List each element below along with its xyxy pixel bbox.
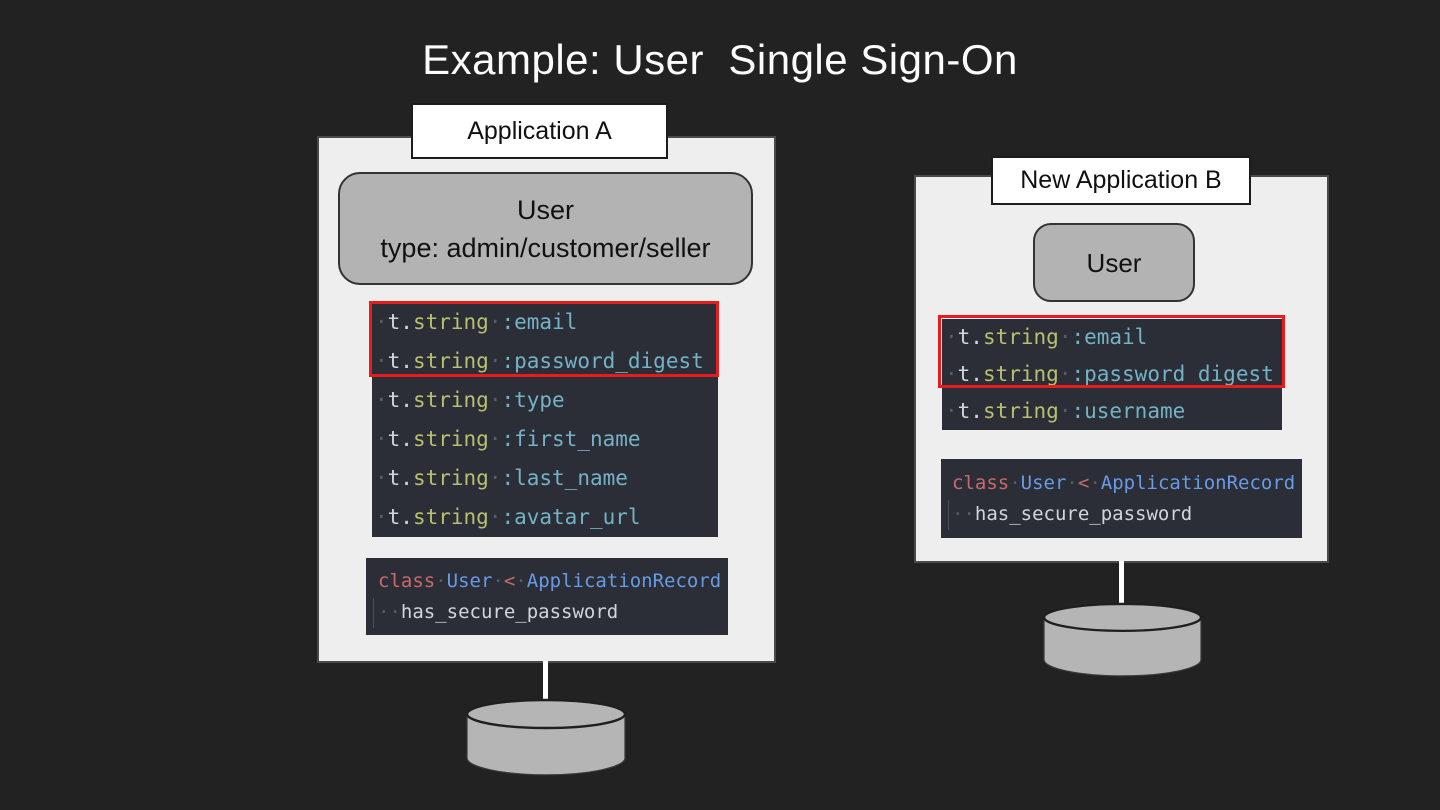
app-b-db-connector-line bbox=[1119, 561, 1124, 605]
app-b-database-cylinder-icon bbox=[1042, 602, 1203, 677]
app-a-label-text: Application A bbox=[467, 116, 612, 145]
app-b-model-name: User bbox=[1086, 247, 1142, 278]
app-a-class-code: class·User·<·ApplicationRecord ··has_secu… bbox=[366, 558, 728, 635]
app-a-user-model-box: User type: admin/customer/seller bbox=[338, 172, 753, 285]
app-b-label-text: New Application B bbox=[1020, 166, 1222, 194]
app-b-class-code: class·User·<·ApplicationRecord ··has_secu… bbox=[941, 459, 1302, 538]
app-a-label: Application A bbox=[411, 103, 668, 159]
indent-guide-line bbox=[948, 500, 949, 530]
app-a-migration-code: ·t.string·:email ·t.string·:password_dige… bbox=[372, 303, 718, 537]
code-line: ··has_secure_password bbox=[378, 601, 619, 623]
app-a-database-cylinder-icon bbox=[465, 698, 627, 776]
app-a-shared-fields-highlight-box bbox=[369, 301, 719, 377]
code-line: ·t.string·:type bbox=[375, 388, 565, 412]
app-b-migration-code: ·t.string·:email ·t.string·:password_dige… bbox=[942, 319, 1282, 430]
app-a-model-name: User bbox=[516, 194, 574, 225]
code-line: class·User·<·ApplicationRecord bbox=[952, 472, 1296, 494]
code-line: ·t.string·:password_digest bbox=[375, 349, 704, 373]
code-line: ·t.string·:first_name bbox=[375, 427, 641, 451]
code-line: ·t.string·:email bbox=[375, 310, 578, 334]
app-b-shared-fields-highlight-box bbox=[938, 315, 1285, 388]
code-line: ·t.string·:username bbox=[945, 399, 1186, 423]
app-a-db-connector-line bbox=[543, 661, 548, 702]
code-line: ·t.string·:email bbox=[945, 325, 1148, 349]
app-a-model-type-note: type: admin/customer/seller bbox=[380, 232, 711, 263]
app-b-user-model-box: User bbox=[1033, 223, 1195, 302]
app-b-label: New Application B bbox=[991, 156, 1251, 205]
code-line: class·User·<·ApplicationRecord bbox=[378, 570, 722, 592]
code-line: ··has_secure_password bbox=[952, 503, 1193, 525]
code-line: ·t.string·:last_name bbox=[375, 466, 628, 490]
indent-guide-line bbox=[373, 598, 374, 628]
code-line: ·t.string·:password_digest bbox=[945, 362, 1274, 386]
slide-title: Example: User Single Sign-On bbox=[422, 36, 1018, 83]
code-line: ·t.string·:avatar_url bbox=[375, 505, 641, 529]
